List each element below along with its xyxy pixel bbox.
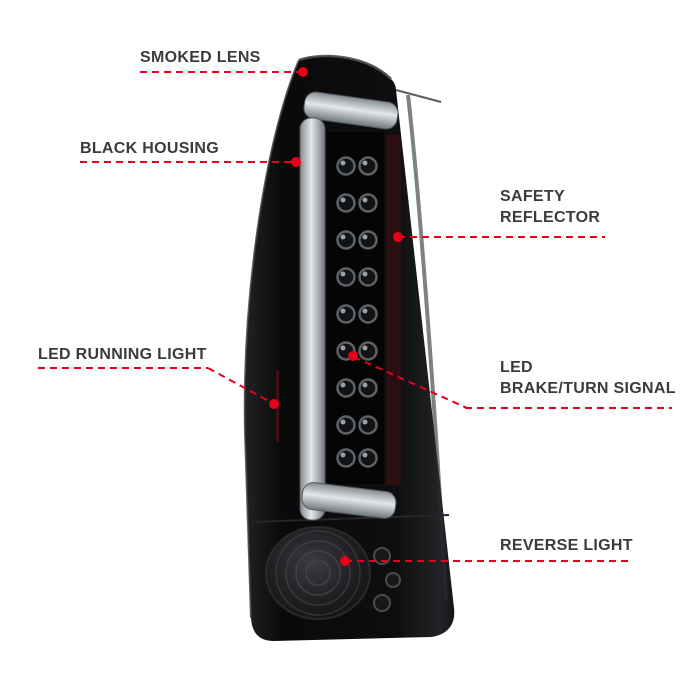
leader-line-smoked-lens: [140, 71, 303, 73]
light-bar-vertical: [299, 117, 326, 521]
callout-dot-black-housing: [291, 157, 301, 167]
callout-dot-smoked-lens: [298, 67, 308, 77]
callout-label-line: SAFETY: [500, 188, 565, 205]
leader-line-black-housing: [80, 161, 296, 163]
callout-label-safety-reflector: SAFETY REFLECTOR: [500, 186, 600, 228]
callout-label-smoked-lens: SMOKED LENS: [140, 49, 261, 66]
callout-label-line: BRAKE/TURN SIGNAL: [500, 380, 676, 397]
safety-reflector-strip: [386, 135, 401, 485]
callout-dot-led-brake-turn-signal: [348, 351, 358, 361]
reverse-light-lens: [265, 526, 401, 620]
callout-label-reverse-light: REVERSE LIGHT: [500, 537, 633, 554]
callout-label-led-brake-turn-signal: LED BRAKE/TURN SIGNAL: [500, 357, 676, 399]
callout-dot-safety-reflector: [393, 232, 403, 242]
callout-label-line: REFLECTOR: [500, 209, 601, 226]
light-bar: [299, 91, 399, 521]
callout-dot-led-running-light: [269, 399, 279, 409]
leader-line-led-brake-turn-signal: [465, 407, 672, 409]
led-array: [327, 132, 384, 484]
callout-label-black-housing: BLACK HOUSING: [80, 140, 220, 157]
leader-line-reverse-light: [345, 560, 628, 562]
callout-label-line: LED: [500, 359, 533, 376]
callout-dot-reverse-light: [340, 556, 350, 566]
leader-line-led-running-light: [38, 367, 208, 369]
leader-line-safety-reflector: [398, 236, 605, 238]
callout-label-led-running-light: LED RUNNING LIGHT: [38, 346, 207, 363]
